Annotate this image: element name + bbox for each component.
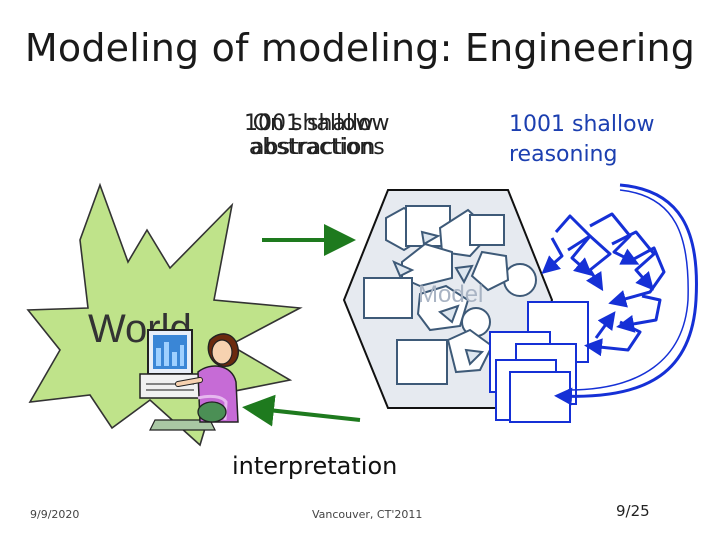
model-label: Model [418, 281, 483, 308]
computer-user-clipart [139, 329, 239, 431]
model-internal-shapes [363, 205, 537, 385]
abstraction-label-overlay: On shallow abstraction [251, 111, 376, 160]
slide-title: Modeling of modeling: Engineering [24, 26, 696, 70]
abstractions-label: 1001 shallow abstractions [244, 111, 390, 160]
footer-date: 9/9/2020 [30, 508, 80, 521]
interpretation-label: interpretation [232, 452, 398, 480]
reasoning-arrows [541, 183, 698, 406]
interpretation-arrow [242, 394, 361, 427]
footer-venue: Vancouver, CT'2011 [312, 508, 423, 521]
reasoning-label: 1001 shallow reasoning [509, 112, 655, 167]
page-number: 9/25 [616, 502, 650, 520]
